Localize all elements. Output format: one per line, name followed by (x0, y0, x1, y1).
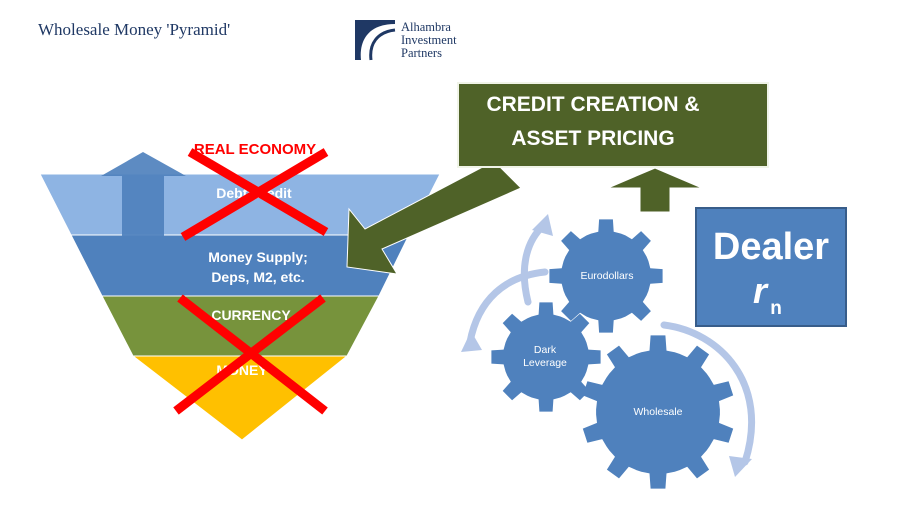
cross-mark-currency-money (173, 294, 328, 415)
gear-label-eurodollars: Eurodollars (580, 270, 633, 282)
cycle-arrow-left (466, 268, 549, 346)
logo-line-2: Investment (401, 33, 457, 47)
dealer-rate-symbol: r (753, 270, 769, 311)
cross-mark-debt-credit (180, 148, 329, 241)
logo-line-1: Alhambra (401, 20, 451, 34)
real-economy-label: REAL ECONOMY (194, 141, 316, 158)
dealer-up-arrow-icon (607, 167, 703, 213)
cycle-arrow-right (660, 321, 756, 466)
cycle-arrow-top (520, 221, 548, 306)
page-title: Wholesale Money 'Pyramid' (38, 20, 231, 39)
gear-wholesale-icon (582, 335, 734, 489)
gear-label-dark-leverage-1: Dark (534, 344, 557, 356)
gear-label-wholesale: Wholesale (633, 406, 682, 418)
credit-box-line-1: CREDIT CREATION & (486, 93, 699, 116)
gear-eurodollars-icon (549, 219, 663, 333)
gear-group (491, 219, 734, 489)
credit-creation-box (457, 82, 769, 168)
up-arrow-icon (101, 152, 186, 268)
cycle-arrowhead-left-icon (461, 331, 482, 352)
credit-box-line-2: ASSET PRICING (511, 127, 674, 150)
logo-line-3: Partners (401, 46, 442, 60)
layer-label-money-supply-1: Money Supply; (208, 249, 308, 265)
layer-label-currency: CURRENCY (211, 307, 291, 323)
dealer-rate-subscript: n (770, 298, 782, 319)
cycle-arrowhead-top-icon (532, 214, 553, 236)
layer-label-money-supply-2: Deps, M2, etc. (211, 269, 304, 285)
credit-flow-arrow-icon (346, 160, 522, 275)
dealer-label: Dealer (713, 226, 829, 268)
cycle-arrowhead-right-icon (729, 456, 752, 477)
logo-icon (355, 20, 396, 61)
dealer-box (695, 207, 847, 327)
logo-text: Alhambra Investment Partners (401, 21, 457, 60)
company-logo: Alhambra Investment Partners (355, 20, 505, 64)
gear-dark-leverage-icon (491, 302, 601, 412)
gear-label-dark-leverage-2: Leverage (523, 357, 567, 369)
